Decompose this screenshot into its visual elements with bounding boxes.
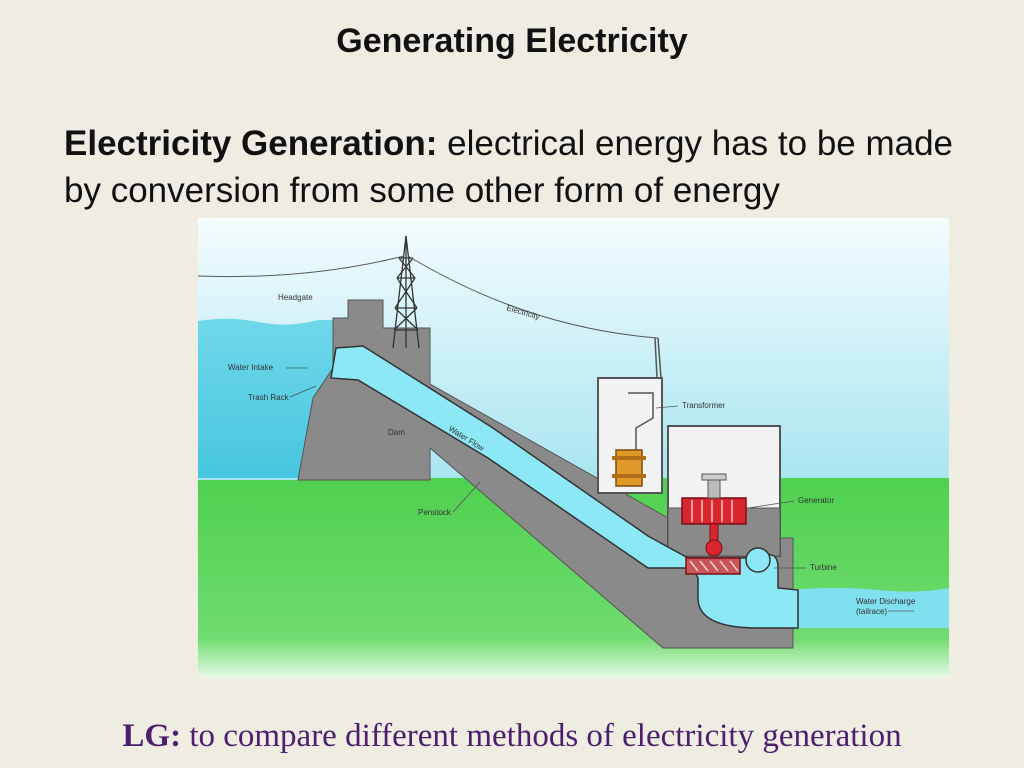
definition-paragraph: Electricity Generation: electrical energ…: [64, 120, 964, 214]
label-generator: Generator: [798, 496, 834, 505]
learning-goal: LG: to compare different methods of elec…: [0, 718, 1024, 755]
learning-goal-text: to compare different methods of electric…: [181, 718, 902, 754]
label-water-discharge: Water Discharge: [856, 597, 916, 606]
transmission-tower: [392, 235, 420, 349]
label-transformer: Transformer: [682, 401, 726, 410]
reservoir-water: [198, 318, 333, 478]
power-line-right: [407, 255, 659, 339]
slide-title: Generating Electricity: [336, 22, 688, 60]
learning-goal-label: LG:: [122, 718, 182, 754]
power-line-left: [198, 255, 405, 278]
label-headgate: Headgate: [278, 293, 313, 302]
label-water-intake: Water Intake: [228, 363, 274, 372]
definition-text: electrical energy has to be made by conv…: [64, 124, 954, 210]
label-tailrace: (tailrace): [856, 607, 887, 616]
label-trash-rack: Trash Rack: [248, 393, 290, 402]
definition-term: Electricity Generation:: [64, 124, 438, 163]
transformer: [615, 449, 643, 487]
label-turbine: Turbine: [810, 563, 837, 572]
label-penstock: Penstock: [418, 508, 452, 517]
label-dam: Dam: [388, 428, 405, 437]
hydroelectric-dam-diagram: Headgate Water Intake Trash Rack Dam Wat…: [198, 218, 949, 678]
tailrace-water: [788, 588, 949, 628]
